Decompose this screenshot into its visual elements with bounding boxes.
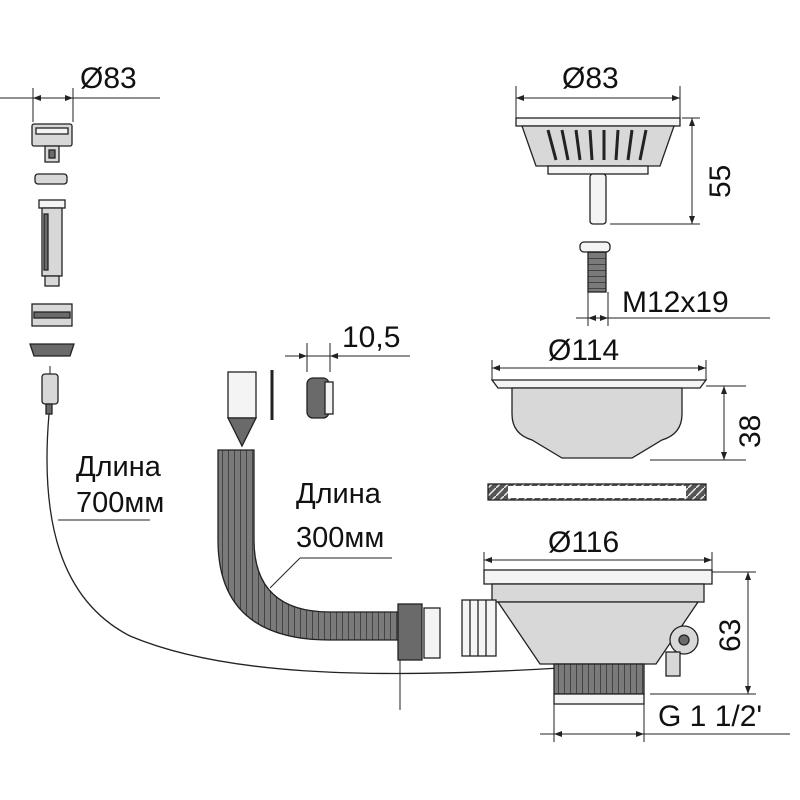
screw-size-label: M12x19 xyxy=(622,286,729,319)
hose-length-line1: Длина xyxy=(296,478,382,510)
overflow-ring xyxy=(34,173,68,185)
overflow-assembly: Ø83 Длина 700мм xyxy=(0,62,561,675)
thread-label: G 1 1/2' xyxy=(658,700,762,733)
drain-body xyxy=(496,601,700,665)
plug-thickness-label: 10,5 xyxy=(342,321,400,354)
body-height-label: 63 xyxy=(714,619,747,652)
overflow-box xyxy=(227,371,257,419)
hose-nut xyxy=(397,603,423,661)
overflow-nut xyxy=(29,343,75,357)
strainer-height-label: 55 xyxy=(704,165,737,198)
strainer-diameter-label: Ø83 xyxy=(562,62,619,95)
strainer-assembly: Ø83 55 M12x19 Ø114 xyxy=(461,62,790,742)
overflow-rod xyxy=(38,199,66,209)
bowl-diameter-label: Ø114 xyxy=(548,334,619,367)
body-diameter-label: Ø116 xyxy=(548,526,619,559)
overflow-cap xyxy=(31,123,73,147)
cable-length-line1: Длина xyxy=(76,451,162,483)
overflow-spigot xyxy=(461,599,497,657)
threaded-tail xyxy=(553,663,645,695)
cable-length-line2: 700мм xyxy=(76,487,164,519)
strainer-rim xyxy=(515,117,681,127)
overflow-diameter-label: Ø83 xyxy=(80,62,137,95)
hose-length-line2: 300мм xyxy=(296,522,384,554)
bowl-height-label: 38 xyxy=(734,415,767,448)
screw-head xyxy=(579,241,611,253)
screw-thread xyxy=(587,251,607,293)
cable xyxy=(46,413,561,675)
cable-end xyxy=(41,373,59,405)
drain-body-flange xyxy=(483,569,713,585)
strainer-stem xyxy=(589,173,607,225)
strainer-bowl xyxy=(490,379,708,389)
hose-assembly: Длина 300мм 10,5 xyxy=(217,321,441,710)
